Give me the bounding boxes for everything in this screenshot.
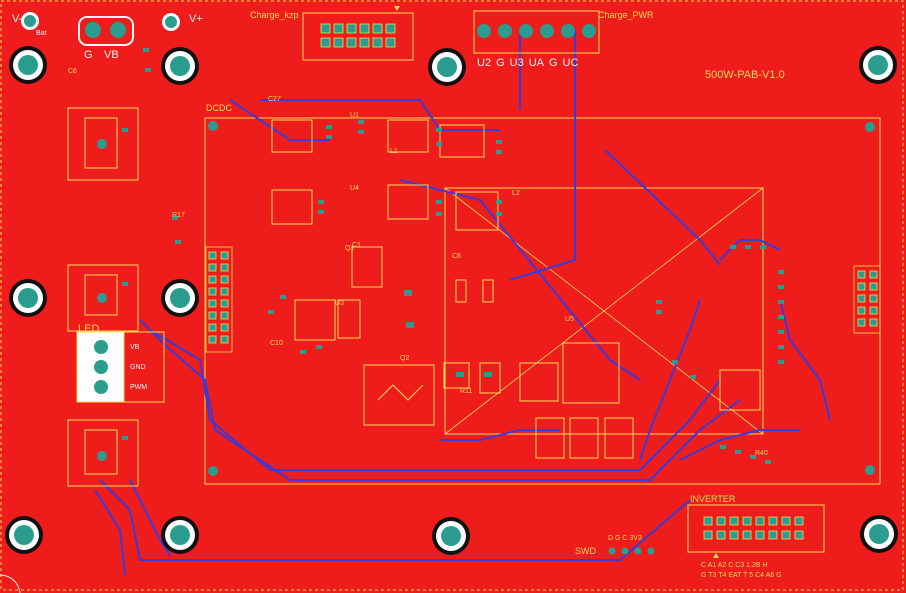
led-title: LED [78, 323, 100, 335]
mounting-hole [5, 516, 43, 554]
swd-pins [608, 547, 655, 555]
vb-label: VB [104, 49, 119, 61]
inverter-header [687, 504, 825, 558]
right-pin-header [853, 265, 881, 334]
mounting-hole [161, 279, 199, 317]
board-title: 500W-PAB-V1.0 [705, 69, 785, 81]
mounting-hole [161, 47, 199, 85]
refdes-label: C10 [270, 340, 283, 347]
refdes-label: Q2 [400, 355, 410, 362]
refdes-label: L1 [390, 148, 398, 155]
mounting-hole [9, 279, 47, 317]
mounting-hole [859, 46, 897, 84]
bat-label: Bat [36, 30, 47, 37]
dcdc-label: DCDC [206, 103, 232, 113]
mosfet-block-outline [444, 187, 764, 435]
refdes-label: R17 [172, 212, 185, 219]
refdes-label: L2 [512, 190, 520, 197]
mounting-holes [5, 46, 898, 555]
inverter-row-1: C A1 A2 C C3 1.2B H [701, 562, 768, 569]
board-corner-arc [0, 574, 21, 593]
led-pin-vb: VB [130, 344, 140, 351]
charge-pwr-label: Charge_PWR [598, 10, 654, 20]
pwr-pin-label: UA [528, 57, 544, 69]
mounting-hole [860, 515, 898, 553]
refdes-label: C8 [452, 253, 461, 260]
inverter-row-2: G T3 T4 EAT T 5 C4 A6 G [701, 572, 782, 579]
components [271, 119, 761, 459]
v-plus-label: V+ [189, 13, 203, 25]
traces [94, 30, 831, 576]
swd-pins-label: D G C 3V3 [608, 535, 642, 542]
charge-kzp-label: Charge_kzp [250, 10, 299, 20]
vias [208, 121, 875, 476]
mounting-hole [428, 48, 466, 86]
charge-pwr-header [473, 10, 600, 54]
left-pin-header [205, 246, 233, 353]
refdes-label: R11 [460, 388, 473, 395]
refdes-label: U5 [565, 316, 574, 323]
v-minus-label: V- [12, 13, 23, 25]
mounting-hole [9, 46, 47, 84]
charge-kzp-header [302, 6, 414, 61]
smd-pads [122, 48, 784, 464]
led-pin-gnd: GND [130, 364, 146, 371]
charge-pwr-pin-labels: U2 G U3 UA G UC [477, 58, 578, 69]
left-device-vias [97, 139, 107, 461]
refdes-label: R40 [755, 450, 768, 457]
led-connector [76, 331, 165, 403]
power-terminals [21, 12, 180, 46]
mounting-hole [432, 517, 470, 555]
refdes-label: C27 [268, 96, 281, 103]
left-power-devices [67, 107, 139, 487]
led-pin-pwm: PWM [130, 384, 148, 391]
refdes-label: U1 [350, 112, 359, 119]
pwr-pin-label: UC [562, 57, 579, 69]
refdes-label: C1 [352, 242, 361, 249]
refdes-label: C6 [68, 68, 77, 75]
refdes-label: Q1 [345, 245, 355, 252]
refdes-label: U3 [335, 300, 344, 307]
swd-label: SWD [575, 546, 596, 556]
inverter-label: INVERTER [690, 494, 736, 504]
pwr-pin-label: U3 [509, 57, 524, 69]
pwr-pin-label: G [548, 57, 558, 69]
pwr-pin-label: G [496, 57, 505, 69]
pwr-pin-label: U2 [477, 57, 492, 69]
refdes-label: U4 [350, 185, 359, 192]
mounting-hole [161, 516, 199, 554]
g-label: G [84, 49, 93, 61]
